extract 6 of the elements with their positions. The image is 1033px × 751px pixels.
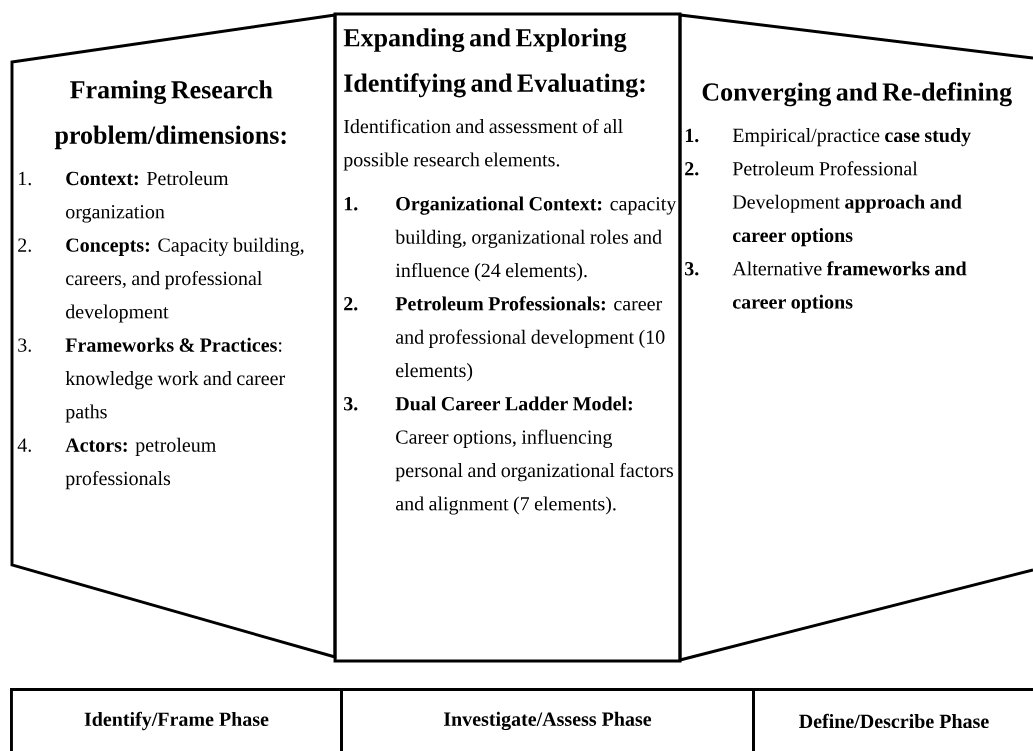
table-cell: Define/Describe Phase bbox=[752, 688, 1033, 751]
table-cell: Investigate/Assess Phase bbox=[340, 688, 755, 751]
table-cell: Identify/Frame Phase bbox=[10, 688, 343, 751]
panel: Framing Research problem/dimensions: 1. Context: Petroleum organization 2. Concepts: Capacity building, careers, and professional development 3. Frameworks & Practices: knowledge work and career paths 4. Actors: petroleum professionals bbox=[10, 13, 337, 659]
panel: Expanding and Exploring Identifying and Evaluating: Identification and assessment of all possible research elements. 1. Organizational Context: capacity building, organizational roles and influence (24 elements). 2. Petroleum Professionals: career and professional development (10 elements) 3. Dual Career Ladder Model: Career options, influencing personal and organizational factors and alignment (7 elements). bbox=[333, 12, 682, 663]
panel: Converging and Re-defining 1. Empirical/practice case study 2. Petroleum Professional Development approach and career options 3. Alternative frameworks and career options bbox=[678, 13, 1033, 662]
